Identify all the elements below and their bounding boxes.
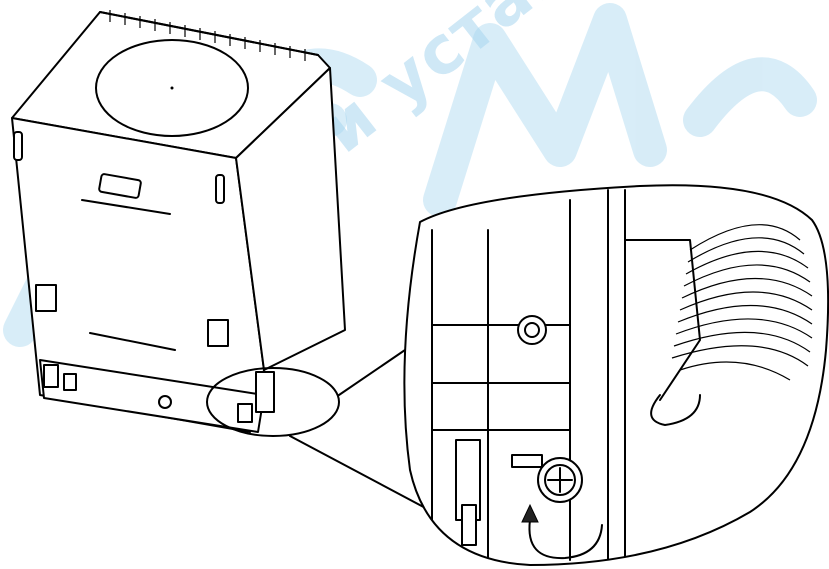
hose-bracket: [624, 239, 701, 401]
left-top-hinge: [13, 131, 23, 161]
door-decor-line-bottom: [89, 332, 176, 351]
frame-bolt-inner: [524, 322, 540, 338]
dishwasher-kick-plate: [39, 359, 265, 433]
dishwasher-top-rear-rail: [99, 11, 319, 56]
watermark-letter-m: [423, 3, 667, 217]
kick-plate-screw: [158, 395, 172, 409]
detail-callout-small: [206, 367, 340, 437]
detail-callout-outline: [403, 184, 829, 566]
front-left-foot: [43, 364, 59, 388]
rotation-arrow: [521, 503, 603, 560]
dishwasher-body: [11, 10, 346, 433]
watermark-letter-d: [683, 57, 817, 137]
front-right-foot: [237, 403, 253, 423]
hose-clip: [650, 394, 701, 426]
door-decor-line-top: [81, 199, 171, 215]
top-center-dot: [170, 86, 174, 90]
callout-leader-bottom: [289, 435, 449, 521]
left-mounting-bracket: [35, 284, 57, 312]
foot-pad: [461, 504, 477, 546]
dishwasher-top-ribs: [109, 10, 306, 61]
right-mounting-bracket: [207, 319, 229, 347]
detail-callout: [403, 184, 829, 566]
leveling-screw: [511, 454, 583, 503]
callout-leader-top: [338, 349, 406, 396]
door-handle: [98, 173, 142, 199]
screw-bracket: [511, 454, 543, 468]
rotation-arrow-head: [521, 503, 539, 523]
right-top-hinge: [215, 174, 225, 204]
front-left-adjuster: [63, 373, 77, 391]
dishwasher-right-side: [235, 67, 346, 371]
rear-right-foot: [255, 371, 275, 413]
